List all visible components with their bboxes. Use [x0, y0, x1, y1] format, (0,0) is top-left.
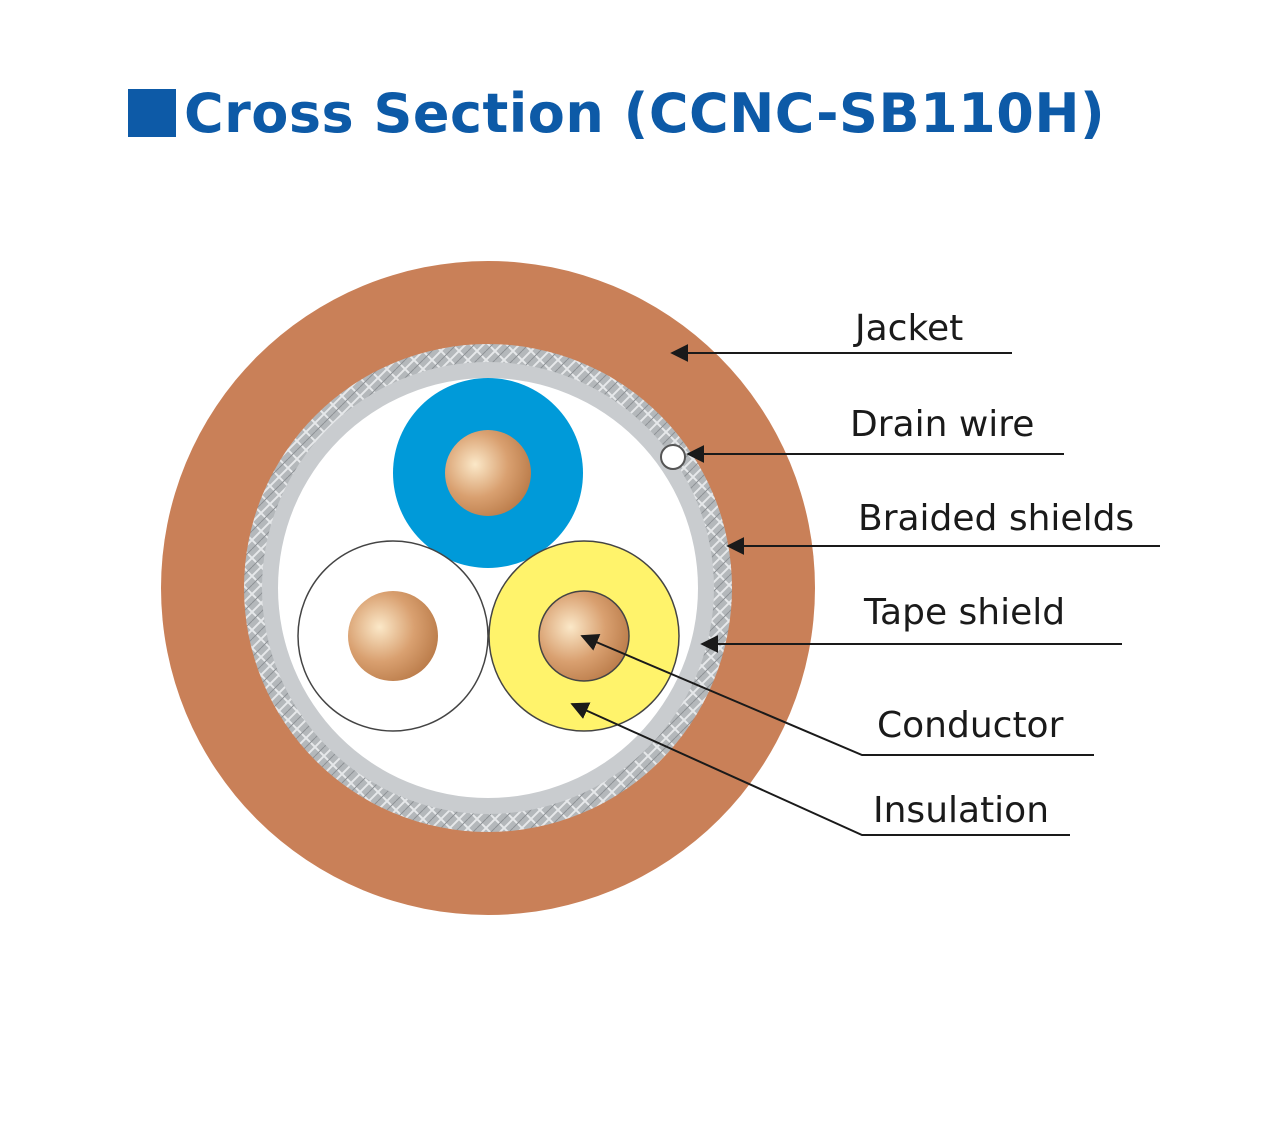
conductor-blue-core	[445, 430, 531, 516]
insulation-leader	[570, 702, 1070, 836]
conductor-white-core	[348, 591, 438, 681]
diagram-title-row: Cross Section (CCNC-SB110H)	[128, 78, 1105, 148]
filled-square-icon	[128, 89, 176, 137]
drain-wire-label: Drain wire	[850, 404, 1034, 445]
jacket-label: Jacket	[853, 308, 963, 349]
drain-wire-circle	[660, 444, 686, 470]
tape-shield-label: Tape shield	[863, 592, 1065, 633]
conductor-label: Conductor	[877, 705, 1064, 746]
insulation-label: Insulation	[873, 790, 1049, 831]
diagram-title: Cross Section (CCNC-SB110H)	[184, 81, 1106, 145]
braided-shields-label: Braided shields	[858, 498, 1134, 539]
conductor-leader	[580, 634, 1094, 756]
